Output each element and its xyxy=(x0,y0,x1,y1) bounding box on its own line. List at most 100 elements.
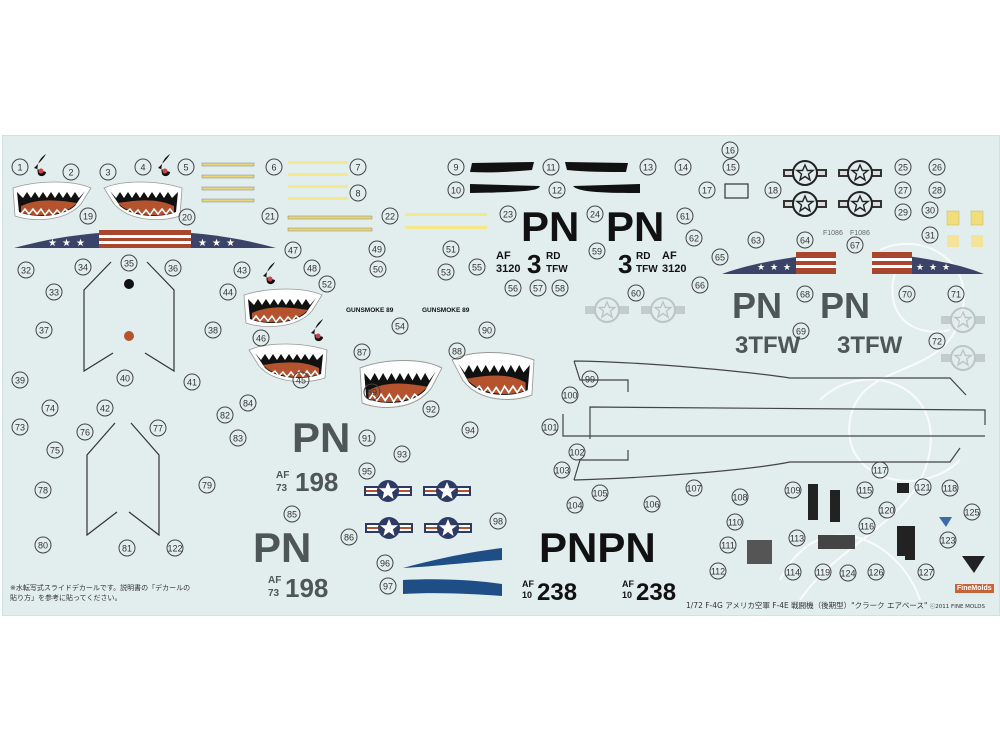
af-label: AF xyxy=(276,470,289,481)
decal-number-callout: 16 xyxy=(721,141,739,159)
callout-circle xyxy=(74,258,92,276)
decal-number-callout: 99 xyxy=(581,370,599,388)
callout-circle xyxy=(422,400,440,418)
callout-number: 42 xyxy=(100,404,110,414)
callout-number: 79 xyxy=(202,481,212,491)
decal-number-callout: 69 xyxy=(792,322,810,340)
callout-circle xyxy=(719,536,737,554)
callout-circle xyxy=(553,461,571,479)
callout-circle xyxy=(340,528,358,546)
serial-number: 198 xyxy=(285,573,328,603)
decal-number-callout: 106 xyxy=(643,495,661,513)
decal-number-callout: 7 xyxy=(349,158,367,176)
callout-circle xyxy=(46,441,64,459)
callout-circle xyxy=(784,563,802,581)
callout-number: 117 xyxy=(873,466,887,476)
decal-number-callout: 91 xyxy=(358,429,376,447)
insignia-decal xyxy=(782,191,828,217)
callout-number: 59 xyxy=(592,247,602,257)
callout-number: 116 xyxy=(860,522,874,532)
decal-number-callout: 26 xyxy=(928,158,946,176)
decal-number-callout: 47 xyxy=(284,241,302,259)
callout-circle xyxy=(709,562,727,580)
callout-circle xyxy=(856,481,874,499)
callout-number: 32 xyxy=(21,266,31,276)
decal-number-callout: 25 xyxy=(894,158,912,176)
marker-dot xyxy=(124,331,134,341)
callout-number: 25 xyxy=(898,163,908,173)
callout-circle xyxy=(11,158,29,176)
decal-number-callout: 22 xyxy=(381,207,399,225)
callout-number: 13 xyxy=(643,163,653,173)
decal-number-callout: 107 xyxy=(685,479,703,497)
af-label: AF xyxy=(268,575,281,586)
callout-circle xyxy=(349,158,367,176)
decal-number-callout: 86 xyxy=(340,528,358,546)
decal-number-callout: 59 xyxy=(588,242,606,260)
callout-number: 60 xyxy=(631,289,641,299)
callout-circle xyxy=(796,231,814,249)
callout-number: 66 xyxy=(695,281,705,291)
callout-circle xyxy=(478,321,496,339)
callout-circle xyxy=(118,539,136,557)
decal-number-callout: 19 xyxy=(79,207,97,225)
decal-number-callout: 72 xyxy=(928,332,946,350)
callout-circle xyxy=(721,141,739,159)
callout-circle xyxy=(499,205,517,223)
callout-number: 34 xyxy=(78,263,88,273)
callout-number: 33 xyxy=(49,288,59,298)
callout-number: 24 xyxy=(590,210,600,220)
decal-number-callout: 85 xyxy=(283,505,301,523)
callout-number: 51 xyxy=(446,245,456,255)
callout-circle xyxy=(698,181,716,199)
callout-number: 68 xyxy=(800,290,810,300)
callout-number: 28 xyxy=(932,186,942,196)
callout-circle xyxy=(792,322,810,340)
callout-circle xyxy=(764,181,782,199)
decal-number-callout: 60 xyxy=(627,284,645,302)
callout-circle xyxy=(894,158,912,176)
callout-circle xyxy=(894,203,912,221)
wing-number: 3 xyxy=(618,249,632,279)
decal-number-callout: 88 xyxy=(448,342,466,360)
callout-number: 5 xyxy=(183,163,188,173)
decal-number-callout: 38 xyxy=(204,321,222,339)
insignia-decal-lowvis xyxy=(940,345,986,371)
svg-text:★: ★ xyxy=(929,262,937,272)
callout-circle xyxy=(586,205,604,223)
decal-number-callout: 23 xyxy=(499,205,517,223)
wing-suffix: RD xyxy=(636,251,650,262)
callout-circle xyxy=(504,279,522,297)
blue-fin-cap-decals xyxy=(403,548,502,596)
callout-circle xyxy=(726,513,744,531)
decal-number-callout: 39 xyxy=(11,371,29,389)
decal-number-callout: 55 xyxy=(468,258,486,276)
callout-number: 105 xyxy=(592,489,607,499)
callout-number: 62 xyxy=(689,234,699,244)
callout-number: 10 xyxy=(451,186,461,196)
callout-circle xyxy=(921,226,939,244)
callout-circle xyxy=(691,276,709,294)
callout-number: 27 xyxy=(898,186,908,196)
decal-number-callout: 52 xyxy=(318,275,336,293)
decal-number-callout: 80 xyxy=(34,536,52,554)
callout-number: 123 xyxy=(940,536,955,546)
callout-number: 121 xyxy=(915,483,930,493)
decal-number-callout: 76 xyxy=(76,423,94,441)
callout-circle xyxy=(381,207,399,225)
decal-number-callout: 29 xyxy=(894,203,912,221)
callout-number: 43 xyxy=(237,266,247,276)
callout-circle xyxy=(489,512,507,530)
callout-circle xyxy=(35,321,53,339)
gunsmoke-text: GUNSMOKE 89 xyxy=(346,307,394,314)
callout-circle xyxy=(177,158,195,176)
callout-circle xyxy=(676,207,694,225)
callout-circle xyxy=(11,418,29,436)
insignia-color-decal xyxy=(365,517,413,539)
shark-eye-decal xyxy=(311,319,323,342)
decal-number-callout: 58 xyxy=(551,279,569,297)
shark-mouth-decal xyxy=(243,288,323,328)
decal-number-callout: 17 xyxy=(698,181,716,199)
callout-number: 126 xyxy=(868,568,883,578)
decal-number-callout: 51 xyxy=(442,240,460,258)
